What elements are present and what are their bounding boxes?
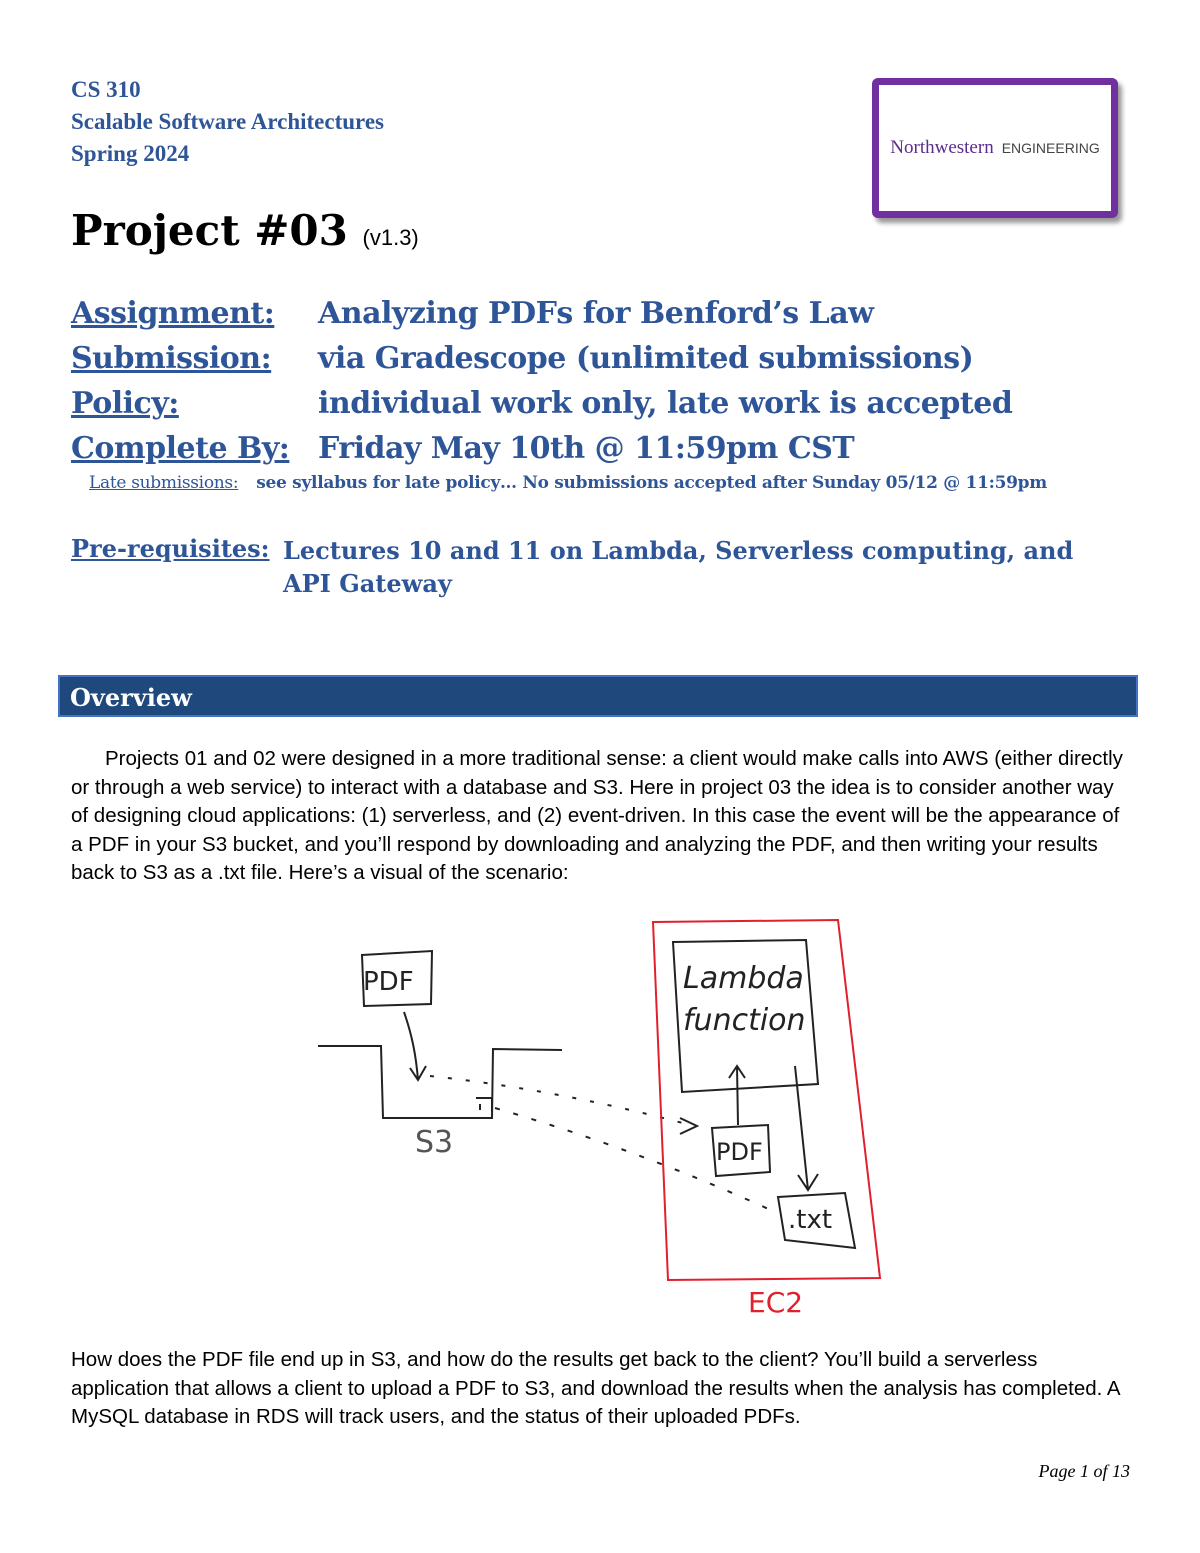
course-number: CS 310	[71, 77, 141, 102]
detail-policy: Policy:individual work only, late work i…	[71, 386, 1013, 421]
page-title: Project #03 (v1.3)	[71, 206, 419, 255]
pdf-file-box	[360, 949, 434, 1008]
course-term: Spring 2024	[71, 141, 190, 166]
svg-text:EC2: EC2	[748, 1286, 803, 1319]
svg-text:.txt: .txt	[788, 1205, 832, 1235]
svg-text:function: function	[683, 1003, 806, 1038]
lambda-box	[671, 938, 820, 1094]
svg-text:PDF: PDF	[716, 1138, 763, 1166]
late-submissions: Late submissions:see syllabus for late p…	[89, 473, 1047, 493]
course-name: Scalable Software Architectures	[71, 109, 385, 134]
detail-assignment: Assignment:Analyzing PDFs for Benford’s …	[71, 296, 874, 331]
ec2-box	[651, 918, 882, 1282]
svg-text:Lambda: Lambda	[683, 961, 804, 996]
prerequisites: Pre-requisites:Lectures 10 and 11 on Lam…	[71, 534, 1074, 598]
course-header: CS 310 Scalable Software Architectures S…	[71, 74, 384, 170]
detail-complete-by: Complete By:Friday May 10th @ 11:59pm CS…	[71, 431, 855, 466]
version: (v1.3)	[362, 225, 419, 250]
s3-bucket-shape	[318, 1045, 563, 1119]
pdf-copy-box	[710, 1123, 772, 1178]
svg-text:S3: S3	[415, 1125, 453, 1160]
closing-paragraph: How does the PDF file end up in S3, and …	[71, 1348, 1120, 1429]
upload-arrow	[403, 1011, 427, 1082]
section-header-overview: Overview	[58, 675, 1138, 717]
txt-file-box	[776, 1191, 857, 1250]
detail-submission: Submission:via Gradescope (unlimited sub…	[71, 341, 974, 376]
dashed-result-line	[494, 1107, 776, 1213]
page-number: Page 1 of 13	[1038, 1461, 1131, 1481]
arrow-up	[728, 1064, 746, 1126]
overview-paragraph: Projects 01 and 02 were designed in a mo…	[71, 747, 1123, 885]
svg-text:PDF: PDF	[363, 967, 414, 997]
arrow-down	[794, 1065, 819, 1192]
